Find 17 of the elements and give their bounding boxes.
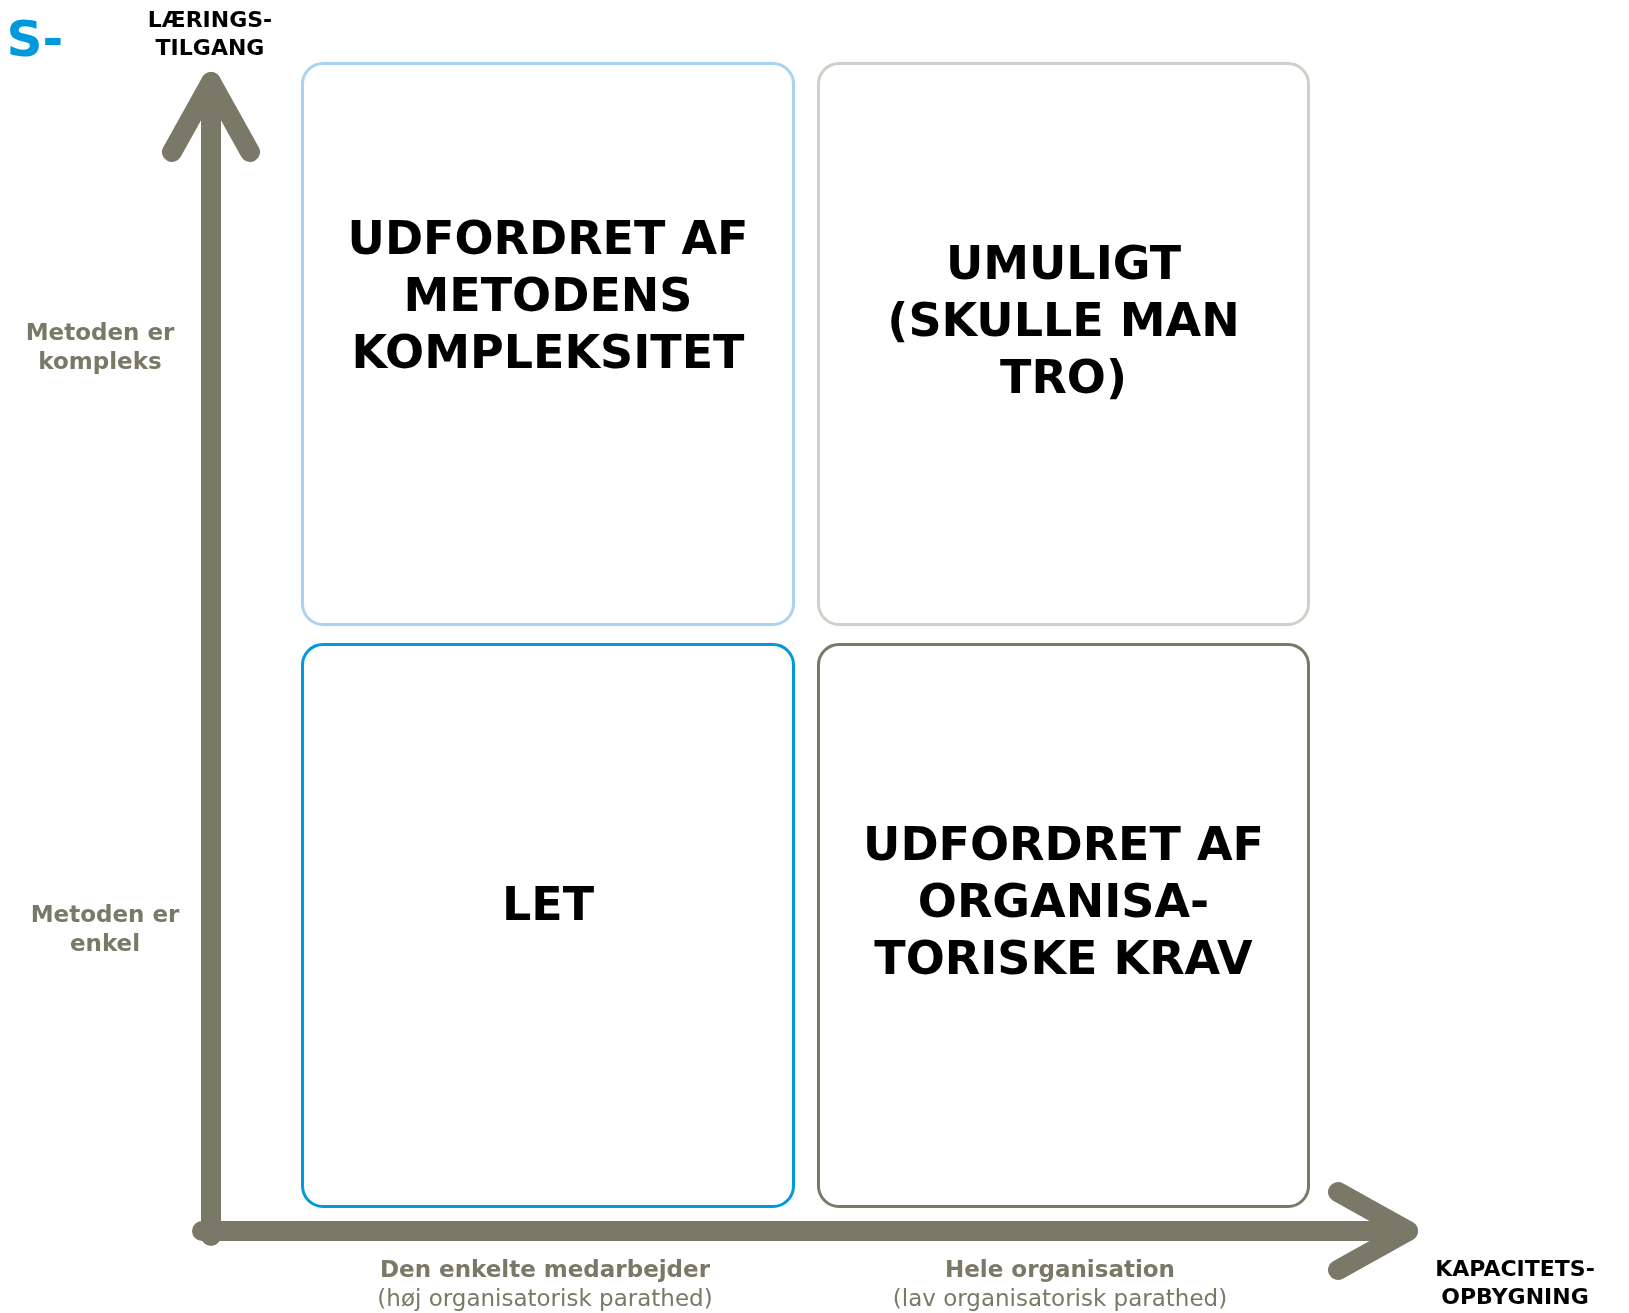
quadrant-title: UDFORDRET AF METODENS KOMPLEKSITET [346, 210, 750, 381]
quadrant-box [817, 62, 1310, 626]
axis-sublabel: (høj organisatorisk parathed) [376, 1284, 714, 1313]
axis-label: Metoden er enkel [29, 900, 181, 958]
quadrant-box [301, 643, 795, 1208]
axis-label: Metoden er kompleks [24, 318, 176, 376]
axis-label: Den enkelte medarbejder [378, 1255, 712, 1284]
quadrant-box [301, 62, 795, 626]
axis-sublabel: (lav organisatorisk parathed) [891, 1284, 1229, 1313]
quadrant-title: LET [500, 876, 596, 933]
quadrant-title: UDFORDRET AF ORGANISA- TORISKE KRAV [862, 816, 1265, 987]
heading-fragment: S- [5, 9, 65, 70]
quadrant-title: UMULIGT (SKULLE MAN TRO) [886, 235, 1241, 406]
axis-title: LÆRINGS- TILGANG [146, 6, 274, 61]
axis-title: KAPACITETS- OPBYGNING [1434, 1255, 1596, 1310]
quadrant-box [817, 643, 1310, 1208]
axis-label: Hele organisation [944, 1255, 1176, 1284]
